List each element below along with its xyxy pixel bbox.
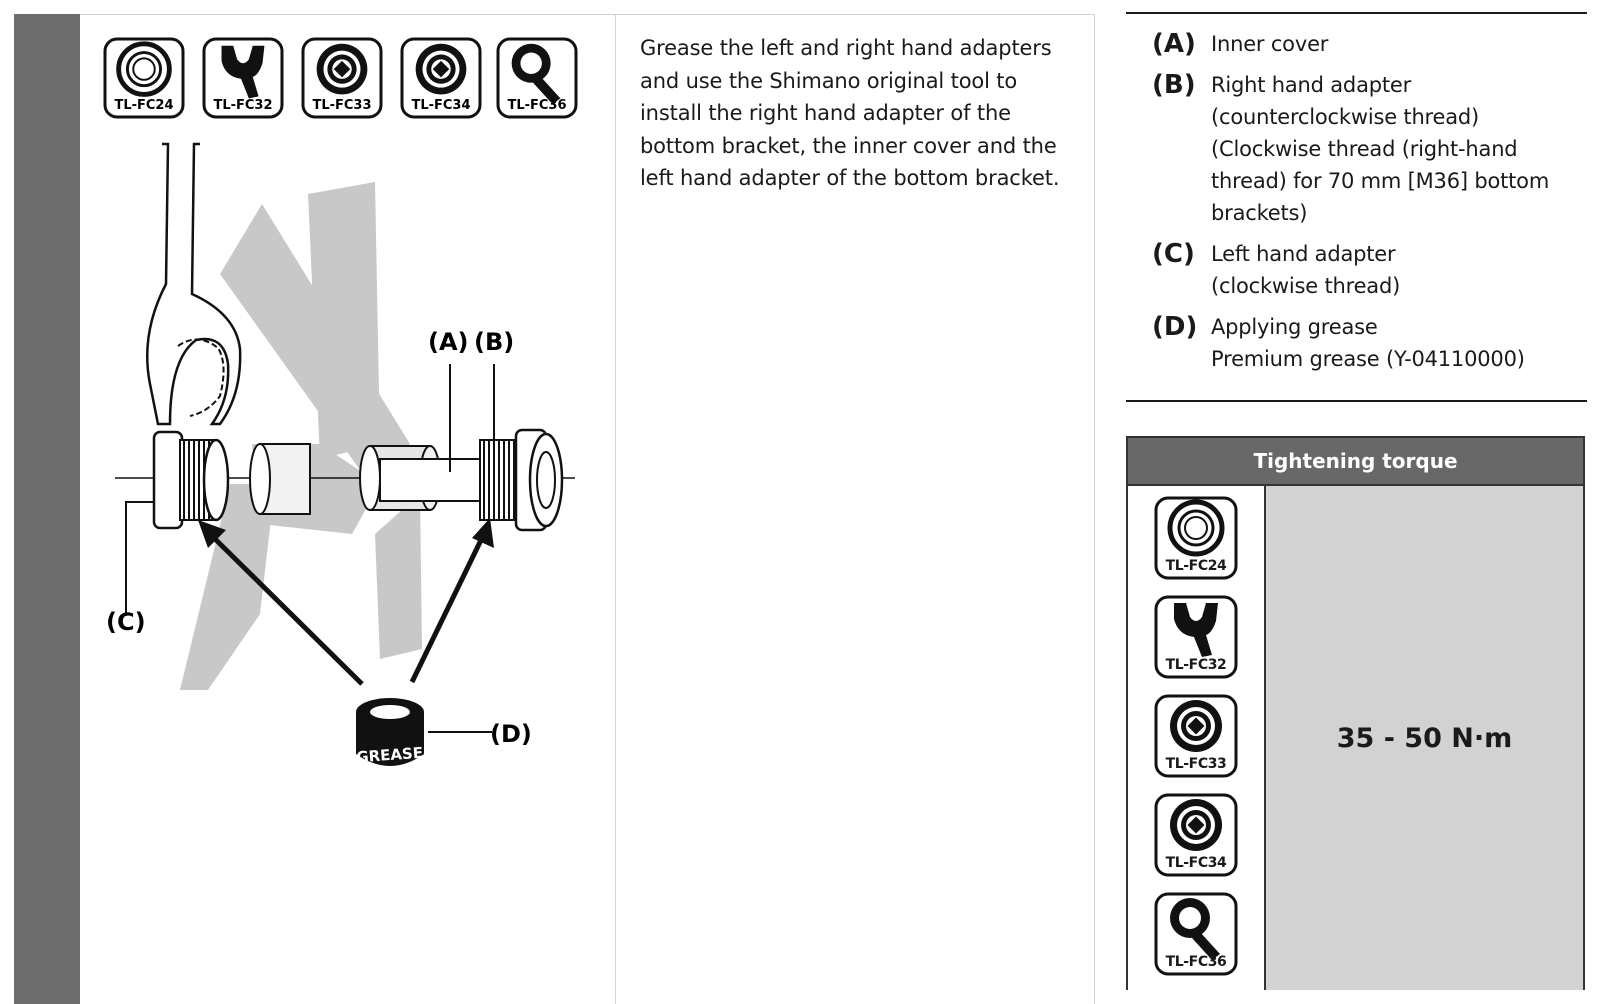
parts-list-bottom-rule (1126, 400, 1587, 402)
tool-label: TL-FC33 (312, 98, 371, 113)
tool-icon-tl-fc32: TL-FC32 (202, 37, 284, 119)
tool-label: TL-FC24 (114, 98, 173, 113)
instruction-line: bottom bracket, the inner cover and the (640, 133, 1057, 158)
callout-d-label: (D) (490, 720, 532, 748)
tool-label: TL-FC36 (507, 98, 566, 113)
tool-icon-tl-fc32 (1154, 595, 1238, 679)
page-side-bar (14, 14, 80, 1004)
instruction-line: left hand adapter of the bottom bracket. (640, 166, 1060, 190)
torque-table-header: Tightening torque (1128, 438, 1583, 486)
part-line: Premium grease (Y-04110000) (1211, 347, 1525, 371)
left-hand-adapter-part (152, 430, 230, 530)
installation-illustration: TL-FC24 TL-FC32 TL-FC33 TL-FC34 TL-FC36 (80, 14, 615, 1004)
cup-tool-icon (1170, 502, 1222, 554)
tool-icons-row: TL-FC24 TL-FC32 TL-FC33 TL-FC34 TL-FC36 (103, 37, 578, 119)
part-description: Applying grease Premium grease (Y-041100… (1211, 311, 1525, 375)
tool-icon-tl-fc33 (1154, 694, 1238, 778)
tool-label: TL-FC34 (1165, 855, 1227, 871)
tool-label: TL-FC36 (1165, 954, 1227, 970)
splined-socket-icon (1170, 700, 1222, 752)
tool-label: TL-FC33 (1165, 756, 1227, 772)
wrench-tool-illustration (145, 142, 242, 426)
instruction-line: Grease the left and right hand adapters (640, 36, 1052, 60)
splined-socket-icon (316, 43, 368, 95)
tool-label: TL-FC34 (411, 98, 470, 113)
bike-frame-tubes (180, 182, 422, 690)
callout-c-label: (C) (106, 608, 146, 636)
tool-icon-tl-fc34: TL-FC34 (400, 37, 482, 119)
callout-a-label: (A) (428, 328, 469, 356)
tool-label: TL-FC24 (1165, 558, 1227, 574)
torque-value: 35 - 50 N·m (1266, 486, 1583, 990)
instruction-line: install the right hand adapter of the (640, 101, 1011, 125)
callout-b-label: (B) (474, 328, 514, 356)
column-divider-left (615, 14, 616, 1004)
column-divider-right (1094, 14, 1095, 1004)
part-item-c: (C) Left hand adapter (clockwise thread) (1152, 238, 1592, 302)
part-line: Inner cover (1211, 32, 1329, 56)
tool-icon-tl-fc36: TL-FC36 (496, 37, 578, 119)
splined-socket-icon (1170, 799, 1222, 851)
instruction-line: and use the Shimano original tool to (640, 68, 1018, 93)
tool-label: TL-FC32 (213, 98, 272, 113)
part-letter: (B) (1152, 70, 1196, 100)
part-line: (Clockwise thread (right-hand (1211, 137, 1518, 161)
tool-icon-tl-fc36 (1154, 892, 1238, 976)
part-letter: (D) (1152, 312, 1198, 342)
cup-tool-icon (119, 44, 170, 95)
torque-tool-icons-svg (1154, 496, 1238, 976)
instruction-text: Grease the left and right hand adapters … (640, 32, 1080, 195)
tool-icon-tl-fc24 (1154, 496, 1238, 580)
torque-tool-icons: TL-FC24 TL-FC32 TL-FC33 TL-FC34 TL-FC36 (1128, 486, 1266, 990)
callout-leaders (125, 364, 495, 733)
splined-socket-icon (415, 43, 467, 95)
torque-table-body: TL-FC24 TL-FC32 TL-FC33 TL-FC34 TL-FC36 … (1128, 486, 1583, 990)
parts-list-top-rule (1126, 12, 1587, 14)
top-rule (80, 14, 1094, 15)
part-item-d: (D) Applying grease Premium grease (Y-04… (1152, 311, 1592, 375)
tool-label: TL-FC32 (1165, 657, 1227, 673)
part-letter: (C) (1152, 239, 1195, 269)
part-description: Right hand adapter (counterclockwise thr… (1211, 69, 1549, 229)
part-line: Right hand adapter (1211, 73, 1412, 97)
part-item-b: (B) Right hand adapter (counterclockwise… (1152, 69, 1592, 229)
part-description: Left hand adapter (clockwise thread) (1211, 238, 1400, 302)
grease-label: GREASE (356, 744, 424, 767)
part-item-a: (A) Inner cover (1152, 28, 1592, 60)
grease-container-icon: GREASE (356, 698, 424, 766)
part-letter: (A) (1152, 29, 1196, 59)
tool-icon-tl-fc34 (1154, 793, 1238, 877)
part-description: Inner cover (1211, 28, 1328, 60)
tightening-torque-table: Tightening torque (1126, 436, 1585, 990)
parts-list: (A) Inner cover (B) Right hand adapter (… (1152, 28, 1592, 384)
right-hand-adapter-part (479, 428, 564, 532)
part-line: brackets) (1211, 201, 1308, 225)
grease-arrows (198, 518, 494, 686)
tool-icon-tl-fc33: TL-FC33 (301, 37, 383, 119)
part-line: (counterclockwise thread) (1211, 105, 1480, 129)
tool-icon-tl-fc24: TL-FC24 (103, 37, 185, 119)
part-line: Applying grease (1211, 315, 1378, 339)
part-line: thread) for 70 mm [M36] bottom (1211, 169, 1550, 193)
part-line: Left hand adapter (1211, 242, 1396, 266)
part-line: (clockwise thread) (1211, 274, 1401, 298)
